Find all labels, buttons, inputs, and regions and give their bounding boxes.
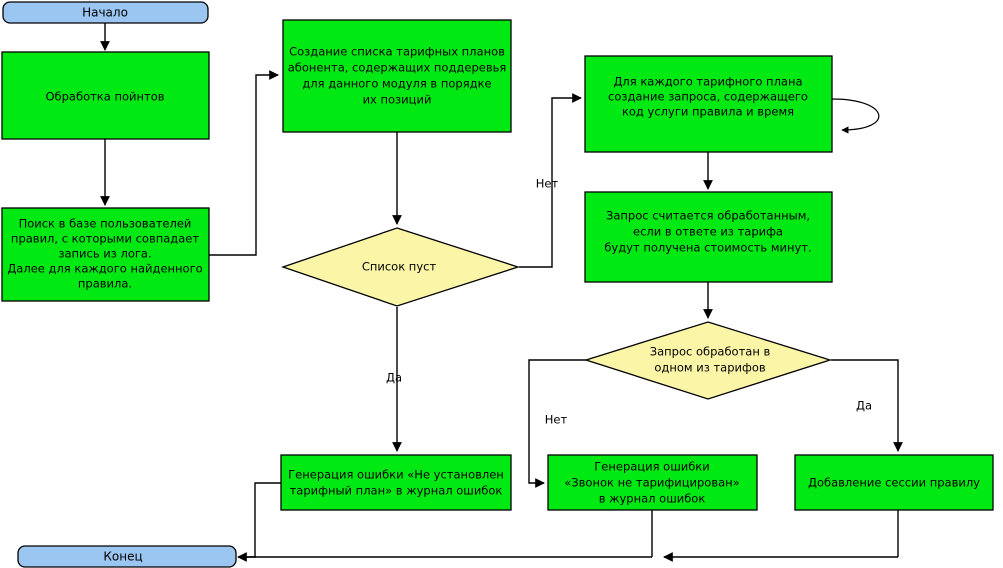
node-create-list[interactable]: Создание списка тарифных планов абонента… bbox=[282, 19, 512, 133]
create-list-shape bbox=[282, 19, 512, 133]
for-each-plan-shape bbox=[584, 55, 833, 153]
error-no-plan-line1: Генерация ошибки «Не установлен bbox=[288, 468, 504, 482]
request-processed-shape bbox=[583, 321, 833, 400]
search-rules-line4: Далее для каждого найденного bbox=[7, 262, 202, 276]
node-process-points[interactable]: Обработка пойнтов bbox=[1, 51, 210, 140]
edge-error-no-plan-to-end bbox=[237, 482, 281, 562]
node-error-not-rated[interactable]: Генерация ошибки «Звонок не тарифицирова… bbox=[547, 454, 758, 511]
node-request-done-rule[interactable]: Запрос считается обработанным, если в от… bbox=[584, 191, 833, 283]
create-list-line4: их позиций bbox=[363, 93, 432, 107]
add-session-shape bbox=[794, 454, 994, 511]
create-list-line3: для данного модуля в порядке bbox=[302, 77, 491, 91]
edge-for-each-plan-self-loop bbox=[831, 98, 880, 134]
end-label: Конец bbox=[103, 550, 142, 564]
end-shape bbox=[17, 545, 237, 568]
request-done-rule-line1: Запрос считается обработанным, bbox=[606, 209, 810, 223]
node-list-empty[interactable]: Список пуст bbox=[280, 227, 521, 307]
error-no-plan-shape bbox=[280, 454, 512, 511]
create-list-line2: абонента, содержащих поддеревья bbox=[288, 61, 507, 75]
process-points-label: Обработка пойнтов bbox=[45, 90, 164, 104]
request-done-rule-shape bbox=[584, 191, 833, 283]
node-search-rules[interactable]: Поиск в базе пользователей правил, с кот… bbox=[1, 207, 210, 302]
create-list-line1: Создание списка тарифных планов bbox=[289, 45, 505, 59]
error-not-rated-line1: Генерация ошибки bbox=[594, 460, 709, 474]
search-rules-shape bbox=[1, 207, 210, 302]
error-no-plan-line2: тарифный план» в журнал ошибок bbox=[290, 484, 503, 498]
node-add-session[interactable]: Добавление сессии правилу bbox=[794, 454, 994, 511]
error-not-rated-line2: «Звонок не тарифицирован» bbox=[564, 476, 739, 490]
start-shape bbox=[2, 1, 209, 24]
edge-label-list-empty-yes: Да bbox=[386, 371, 402, 385]
search-rules-line3: запись из лога. bbox=[58, 247, 151, 261]
search-rules-line2: правил, с которыми совпадает bbox=[11, 232, 199, 246]
for-each-plan-line1: Для каждого тарифного плана bbox=[613, 75, 802, 89]
list-empty-shape bbox=[280, 227, 521, 307]
node-request-processed[interactable]: Запрос обработан в одном из тарифов bbox=[583, 321, 833, 400]
list-empty-label: Список пуст bbox=[362, 260, 437, 274]
edge-label-list-empty-no: Нет bbox=[536, 177, 559, 191]
edge-list-empty-no-to-for-each-plan bbox=[519, 93, 582, 268]
edge-label-request-processed-yes: Да bbox=[856, 399, 872, 413]
edge-search-rules-to-create-list bbox=[209, 70, 279, 256]
node-start[interactable]: Начало bbox=[2, 1, 209, 24]
start-label: Начало bbox=[82, 6, 128, 20]
edge-request-processed-yes-to-add-session bbox=[831, 359, 903, 452]
request-done-rule-line2: если в ответе из тарифа bbox=[633, 225, 783, 239]
node-for-each-plan[interactable]: Для каждого тарифного плана создание зап… bbox=[584, 55, 833, 153]
search-rules-line1: Поиск в базе пользователей bbox=[19, 217, 192, 231]
node-end[interactable]: Конец bbox=[17, 545, 237, 568]
request-processed-line1: Запрос обработан в bbox=[650, 345, 771, 359]
error-not-rated-shape bbox=[547, 454, 758, 511]
node-error-no-plan[interactable]: Генерация ошибки «Не установлен тарифный… bbox=[280, 454, 512, 511]
edge-request-processed-no-to-error-not-rated bbox=[528, 359, 586, 488]
request-done-rule-line3: будут получена стоимость минут. bbox=[604, 241, 811, 255]
for-each-plan-line2: создание запроса, содержащего bbox=[608, 90, 808, 104]
for-each-plan-line3: код услуги правила и время bbox=[622, 105, 794, 119]
search-rules-line5: правила. bbox=[78, 277, 132, 291]
edge-label-request-processed-no: Нет bbox=[545, 413, 568, 427]
request-processed-line2: одном из тарифов bbox=[654, 361, 766, 375]
error-not-rated-line3: в журнал ошибок bbox=[599, 492, 706, 506]
add-session-label: Добавление сессии правилу bbox=[808, 476, 980, 490]
process-points-shape bbox=[1, 51, 210, 140]
